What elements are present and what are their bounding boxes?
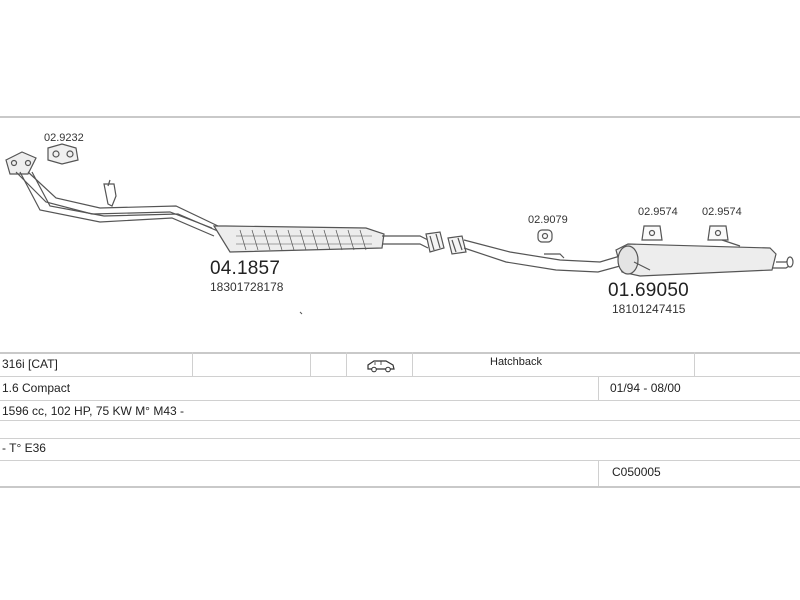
table-bottom-border — [0, 486, 800, 488]
manifold-flange — [5, 151, 37, 175]
rear-silencer-oe-label: 18101247415 — [612, 302, 686, 316]
row-divider — [0, 438, 800, 439]
row-divider — [0, 400, 800, 401]
top-border — [0, 116, 800, 118]
hanger-2-code-label: 02.9574 — [638, 206, 678, 218]
rear-silencer-code-label: 01.69050 — [608, 280, 689, 301]
type-cell: - T° E36 — [2, 441, 46, 455]
engine-cell: 1596 cc, 102 HP, 75 KW M° M43 - — [2, 404, 184, 418]
exhaust-diagram — [5, 143, 794, 315]
diagram-bottom-border — [0, 352, 800, 354]
front-pipe-code-label: 04.1857 — [210, 258, 281, 279]
rear-silencer-01-69050 — [615, 243, 794, 277]
lambda-sensor — [103, 179, 117, 207]
gasket-code-label: 02.9232 — [44, 132, 84, 144]
pipe-clamp-1 — [425, 231, 445, 253]
col-divider — [192, 352, 193, 376]
middle-silencer-04-1857 — [212, 225, 385, 253]
front-pipe-oe-label: 18301728178 — [210, 280, 284, 294]
gasket-02-9232 — [47, 143, 79, 165]
col-divider — [598, 376, 599, 400]
col-divider — [694, 352, 695, 376]
hanger-02-9079 — [537, 229, 553, 243]
model-cell: 316i [CAT] — [2, 357, 58, 371]
car-hatchback-icon — [367, 360, 395, 373]
hanger-02-9574-b — [707, 225, 729, 241]
row-divider — [0, 460, 800, 461]
col-divider — [412, 352, 413, 376]
hanger-02-9574-a — [641, 225, 663, 241]
hanger-1-code-label: 02.9079 — [528, 214, 568, 226]
front-pipe — [15, 171, 221, 237]
col-divider — [310, 352, 311, 376]
row-divider — [0, 420, 800, 421]
catalog-code-cell: C050005 — [612, 465, 661, 479]
version-cell: 1.6 Compact — [2, 381, 71, 395]
col-divider — [598, 460, 599, 486]
col-divider — [346, 352, 347, 376]
years-cell: 01/94 - 08/00 — [610, 381, 681, 395]
hanger-3-code-label: 02.9574 — [702, 206, 742, 218]
body-type-cell: Hatchback — [490, 356, 542, 368]
pipe-clamp-2 — [447, 235, 467, 255]
row-divider — [0, 376, 800, 377]
